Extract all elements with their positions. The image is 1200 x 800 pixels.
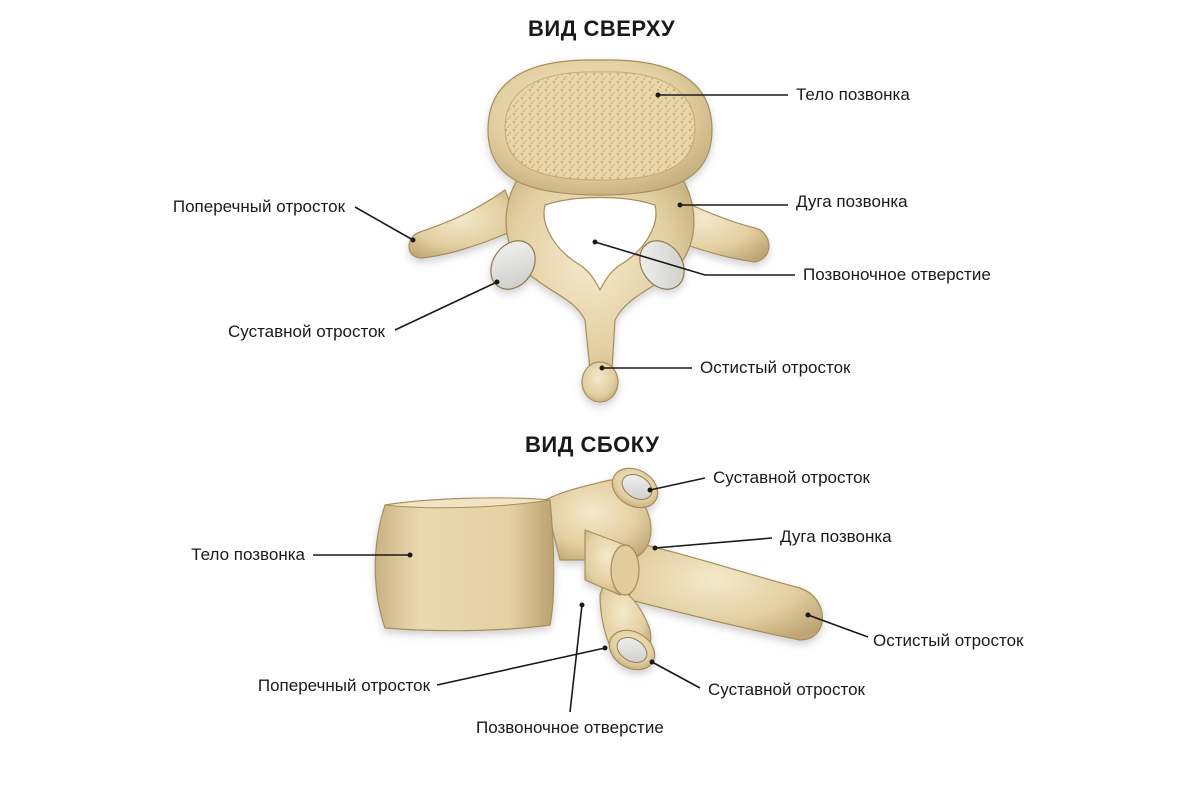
- top-spinous-tip-shape: [581, 361, 619, 403]
- leader-top-articular: [394, 281, 498, 331]
- leader-side-transverse: [436, 647, 606, 686]
- top-transverse-left-shape: [408, 189, 521, 259]
- top-label-foramen: Позвоночное отверстие: [803, 265, 991, 284]
- side-transverse-end: [610, 544, 640, 596]
- top-articular-left-facet: [490, 240, 536, 290]
- side-label-spinous: Остистый отросток: [873, 631, 1024, 650]
- side-label-foramen: Позвоночное отверстие: [476, 718, 664, 737]
- top-label-transverse: Поперечный отросток: [172, 197, 345, 216]
- top-view-vertebra: [408, 59, 770, 403]
- leader-top-foramen: [594, 241, 795, 276]
- top-label-articular: Суставной отросток: [228, 322, 385, 341]
- leader-top-transverse: [354, 206, 414, 241]
- side-body-shape: [374, 497, 555, 632]
- leader-lines: [313, 94, 869, 713]
- side-label-arch: Дуга позвонка: [780, 527, 892, 546]
- leader-side-articular-top: [649, 477, 706, 491]
- top-label-body: Тело позвонка: [796, 85, 910, 104]
- leader-side-arch: [654, 537, 773, 549]
- leader-dots: [407, 92, 811, 665]
- top-label-spinous: Остистый отросток: [700, 358, 851, 377]
- top-body-spongy-face: [504, 71, 696, 181]
- leader-side-spinous: [807, 614, 869, 638]
- leader-side-articular-bottom: [651, 661, 701, 689]
- side-label-articular-bottom: Суставной отросток: [708, 680, 865, 699]
- top-articular-right-facet: [639, 240, 685, 290]
- side-label-transverse: Поперечный отросток: [257, 676, 430, 695]
- side-label-articular-top: Суставной отросток: [713, 468, 870, 487]
- side-body-top-rim: [384, 497, 551, 509]
- side-view-vertebra: [374, 467, 823, 671]
- side-articular-bottom-facet: [616, 637, 648, 663]
- side-spinous-shape: [624, 539, 823, 641]
- side-label-body: Тело позвонка: [191, 545, 305, 564]
- side-articular-top-facet: [621, 474, 653, 500]
- top-label-arch: Дуга позвонка: [796, 192, 908, 211]
- top-view-title: ВИД СВЕРХУ: [528, 16, 676, 41]
- leader-side-foramen: [569, 604, 583, 713]
- side-view-title: ВИД СБОКУ: [525, 432, 660, 457]
